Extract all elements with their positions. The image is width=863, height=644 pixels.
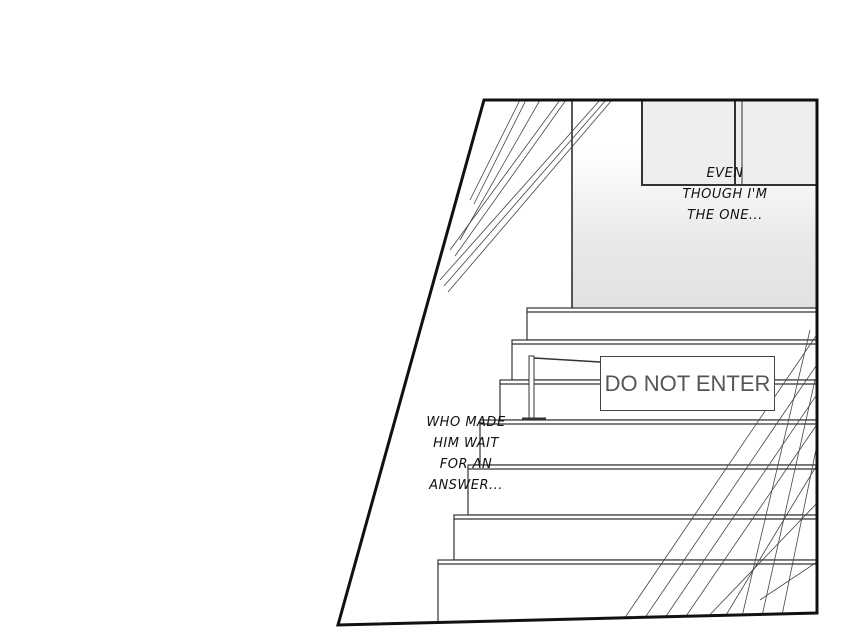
caption-line: THE ONE... [687, 208, 763, 223]
caption-line: HIM WAIT [433, 436, 499, 451]
do-not-enter-sign: DO NOT ENTER [600, 356, 775, 411]
caption-left: WHO MADE HIM WAIT FOR AN ANSWER... [416, 412, 516, 496]
caption-line: THOUGH I'M [682, 187, 768, 202]
panel-content [437, 100, 817, 625]
caption-top: EVEN THOUGH I'M THE ONE... [670, 163, 780, 226]
sign-text: DO NOT ENTER [604, 370, 771, 396]
caption-line: FOR AN [439, 457, 493, 472]
rope-barrier [522, 355, 601, 421]
window [641, 100, 817, 186]
caption-line: WHO MADE [426, 415, 506, 430]
stairs [437, 307, 817, 625]
panel-border [336, 98, 819, 627]
caption-line: ANSWER... [429, 478, 503, 493]
hatching [439, 100, 817, 625]
caption-line: EVEN [706, 166, 744, 181]
